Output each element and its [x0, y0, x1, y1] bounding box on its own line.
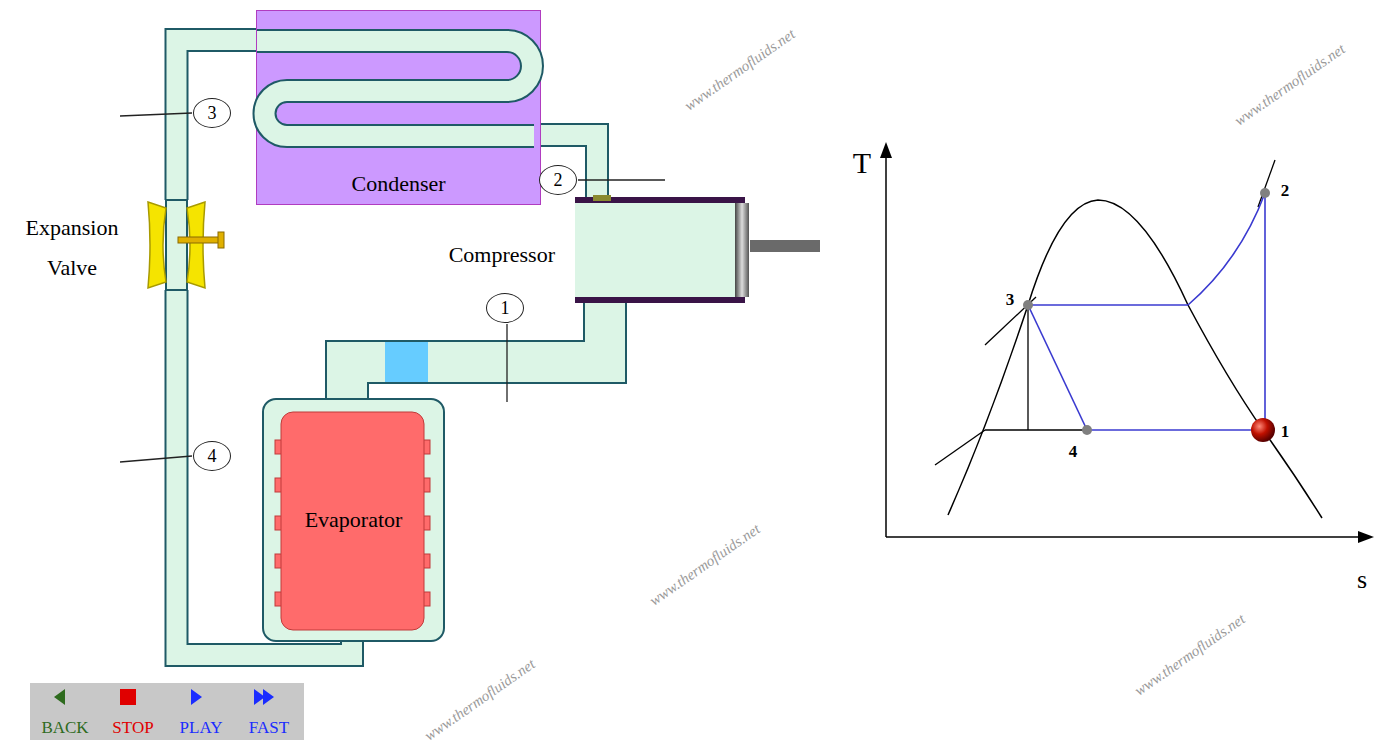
compressor-shape — [575, 297, 745, 303]
axis-label: s — [1357, 565, 1367, 595]
component-label: Evaporator — [264, 507, 443, 533]
refrigerant-pipe — [177, 40, 257, 200]
button-shape — [120, 689, 136, 705]
control-button: BACK — [30, 683, 100, 740]
valve-shape — [148, 200, 205, 290]
ts-chart — [1358, 531, 1374, 543]
evaporator-component: Evaporator — [262, 398, 445, 642]
refrigerant-pipe — [177, 40, 257, 200]
ts-chart — [880, 142, 1374, 543]
callout-number: 2 — [539, 165, 577, 195]
watermark: www.thermofluids.net — [682, 26, 799, 115]
watermark: www.thermofluids.net — [422, 656, 539, 743]
refrigerant-pipe — [347, 303, 605, 398]
condenser-shape — [257, 41, 534, 136]
ts-chart — [885, 156, 887, 537]
refrigerant-pipe — [177, 40, 257, 200]
cycle-line — [1188, 193, 1265, 305]
leader-line — [506, 324, 507, 402]
axis-label: T — [853, 146, 871, 180]
state-point — [1023, 188, 1270, 435]
button-shape — [263, 689, 274, 705]
callout-text: 1 — [501, 298, 510, 319]
saturation-dome — [948, 200, 1322, 518]
button-label: BACK — [30, 718, 100, 738]
ts-chart — [886, 536, 1360, 538]
watermark: www.thermofluids.net — [1232, 41, 1349, 130]
state-point — [1023, 300, 1033, 310]
state-point — [1260, 188, 1270, 198]
callout-number: 4 — [193, 441, 231, 471]
component-label: Compressor — [449, 242, 555, 268]
control-button: FAST — [234, 683, 304, 740]
callout-text: 2 — [554, 170, 563, 191]
valve-shape — [187, 202, 205, 288]
isobar-line — [1258, 160, 1275, 207]
leader-line — [578, 179, 665, 180]
state-number: 3 — [1006, 290, 1015, 310]
callout-text: 3 — [208, 103, 217, 124]
condenser-shape — [257, 41, 534, 136]
valve-shape — [218, 232, 224, 248]
compressor-shape — [575, 201, 740, 299]
state-point — [1082, 425, 1092, 435]
compressor-shape — [593, 195, 611, 201]
refrigerant-pipe — [347, 303, 605, 398]
callout-number: 1 — [486, 293, 524, 323]
piston-rod — [750, 240, 820, 252]
cycle-line — [1264, 193, 1266, 430]
button-label: STOP — [98, 718, 168, 738]
state-number: 1 — [1281, 422, 1290, 442]
component-label: Expansion Valve — [2, 208, 142, 288]
valve-component: Expansion Valve — [148, 200, 205, 290]
filter-block — [385, 342, 428, 382]
callout-text: 4 — [208, 446, 217, 467]
ts-chart — [880, 142, 892, 158]
leader-line — [120, 456, 192, 462]
button-shape — [191, 689, 202, 705]
control-button: PLAY — [166, 683, 236, 740]
isobar-line — [935, 430, 985, 465]
compressor-component: Compressor — [575, 197, 750, 303]
compressor-shape — [735, 203, 749, 297]
control-button: STOP — [98, 683, 168, 740]
button-label: PLAY — [166, 718, 236, 738]
refrigerant-pipe — [347, 303, 605, 398]
state-number: 4 — [1069, 442, 1078, 462]
watermark: www.thermofluids.net — [1132, 611, 1249, 700]
isobar-line — [935, 160, 1275, 465]
cycle-line — [1087, 429, 1263, 431]
valve-shape — [148, 202, 166, 288]
compressor-shape — [575, 197, 750, 303]
cycle-line — [1028, 304, 1188, 306]
callout-number: 3 — [193, 98, 231, 128]
isobar-line — [1027, 305, 1028, 430]
button-shape — [54, 689, 65, 705]
valve-shape — [166, 200, 187, 290]
isobar-line — [985, 429, 1087, 430]
button-label: FAST — [234, 718, 304, 738]
valve-shape — [178, 237, 220, 243]
state-number: 2 — [1281, 181, 1290, 201]
state-marker — [1251, 418, 1275, 442]
cycle-line — [1028, 193, 1265, 430]
watermark: www.thermofluids.net — [647, 521, 764, 610]
component-label: Condenser — [257, 171, 540, 197]
leader-line — [120, 113, 192, 116]
cycle-line — [1028, 305, 1087, 430]
condenser-component: Condenser — [256, 10, 541, 205]
